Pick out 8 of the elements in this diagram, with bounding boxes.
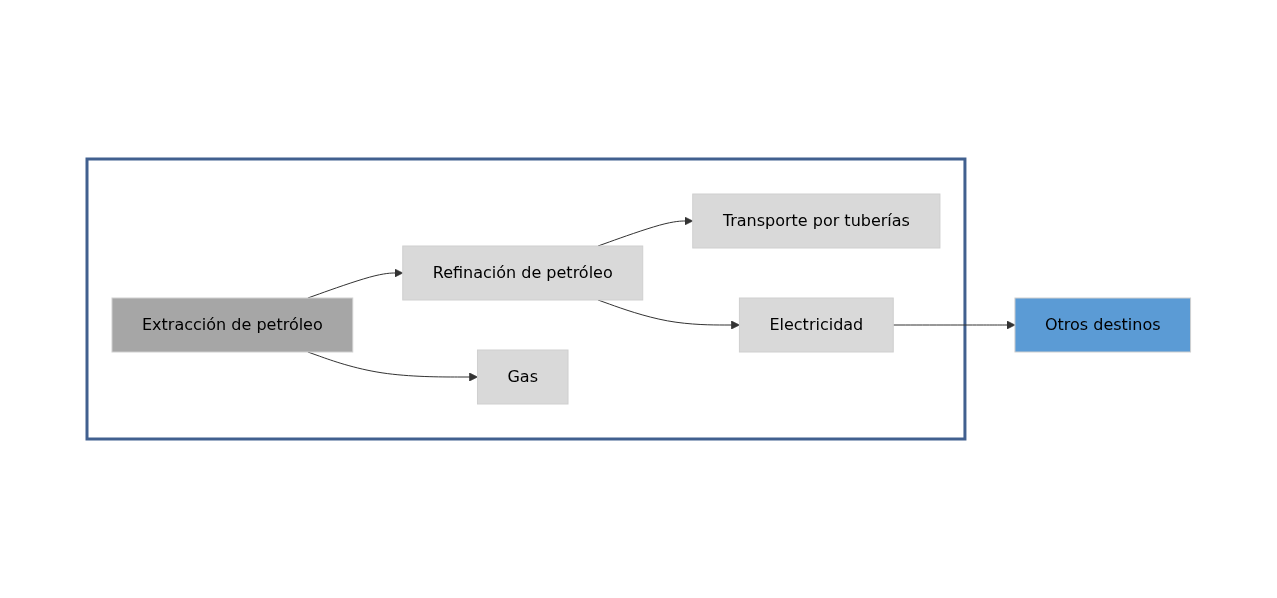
node-box: Transporte por tuberías: [691, 193, 941, 249]
arrow: [892, 320, 1016, 330]
cluster: [85, 157, 967, 441]
node-box: Refinación de petróleo: [401, 245, 643, 301]
node-box: Gas: [476, 349, 569, 405]
node-box: Otros destinos: [1014, 297, 1191, 353]
node-box: Extracción de petróleo: [111, 297, 353, 353]
node-box: Electricidad: [738, 297, 894, 353]
